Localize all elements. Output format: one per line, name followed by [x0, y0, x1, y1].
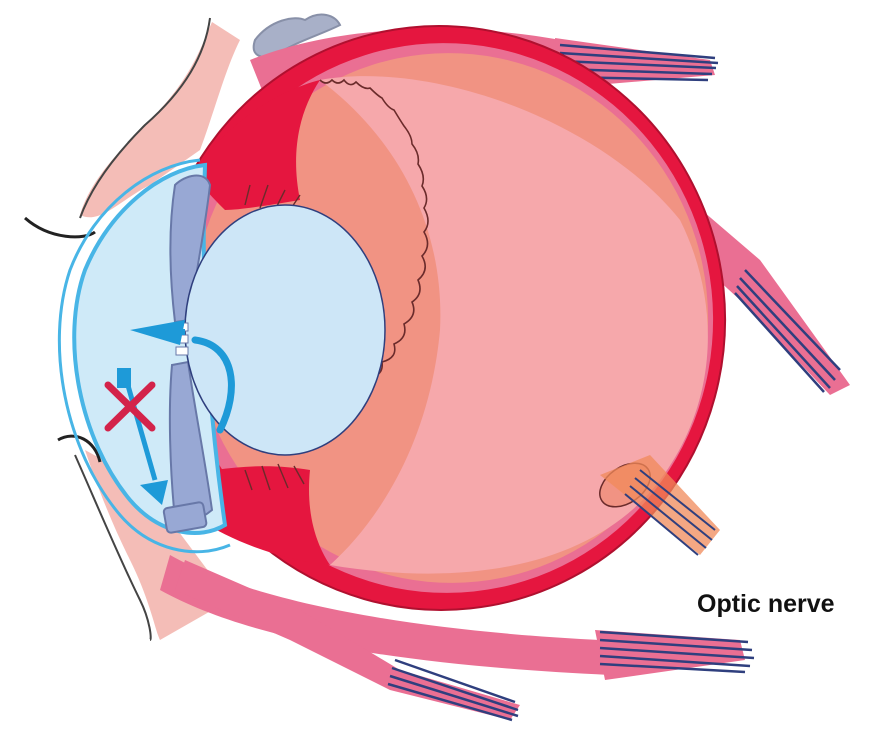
lens — [185, 205, 385, 455]
optic-nerve-label: Optic nerve — [697, 590, 835, 618]
